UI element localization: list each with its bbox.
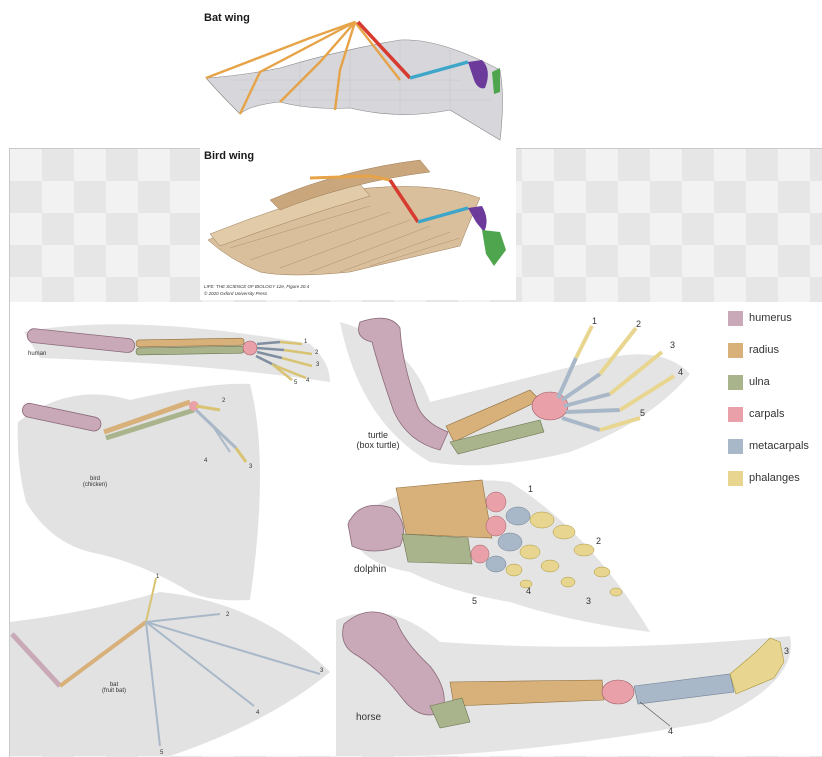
credit-line-2: © 2020 Oxford University Press — [204, 291, 268, 296]
turtle-digit-3: 3 — [670, 340, 675, 350]
legend: humerus radius ulna carpals metacarpals … — [728, 302, 809, 494]
bird-inset-humerus — [468, 206, 487, 232]
dolphin-digit-1: 1 — [528, 484, 533, 494]
bat-digit-5: 5 — [160, 750, 164, 756]
swatch-humerus — [728, 310, 743, 326]
bat-wing-title: Bat wing — [204, 12, 250, 24]
swatch-carpals — [728, 406, 743, 422]
human-digit-1: 1 — [304, 339, 308, 345]
label-bird-line2: (chicken) — [82, 482, 108, 488]
bat-digit-4: 4 — [256, 710, 260, 716]
bird-inset-ulna — [417, 206, 469, 224]
label-bird: bird (chicken) — [80, 476, 110, 488]
human-digit-3: 3 — [316, 362, 320, 368]
human-digit-2: 2 — [315, 350, 319, 356]
dolphin-flipper — [347, 479, 623, 597]
bat-inset-scapula — [492, 68, 500, 94]
bird-digit-2: 2 — [222, 398, 226, 404]
legend-item-humerus: humerus — [728, 302, 809, 334]
label-turtle-line1: turtle — [367, 430, 388, 440]
homology-plate: 1 2 3 4 5 2 3 4 1 2 3 4 5 1 2 3 4 5 1 2 … — [10, 302, 822, 756]
turtle-digit-2: 2 — [636, 319, 641, 329]
turtle-digit-4: 4 — [678, 367, 683, 377]
swatch-metacarpals — [728, 438, 743, 454]
bat-inset-humerus — [468, 60, 488, 89]
label-human: human — [28, 351, 47, 357]
inset-figure: Bat wing — [200, 10, 516, 300]
dolphin-digit-4: 4 — [526, 586, 531, 596]
legend-label-metacarpals: metacarpals — [749, 440, 809, 452]
bird-inset-radius — [388, 179, 420, 223]
legend-label-carpals: carpals — [749, 408, 785, 420]
dolphin-digit-2: 2 — [596, 536, 601, 546]
credit-line-1: LIFE: THE SCIENCE OF BIOLOGY 12e, Figure… — [204, 284, 310, 289]
turtle-digit-1: 1 — [592, 316, 597, 326]
bat-digit-3: 3 — [320, 668, 324, 674]
bird-inset-digits — [309, 174, 391, 182]
bat-digit-1: 1 — [156, 574, 160, 580]
fruit-bat-skeleton — [10, 577, 321, 747]
dolphin-digit-5: 5 — [472, 596, 477, 606]
label-bat-line1: bat — [109, 682, 119, 688]
swatch-ulna — [728, 374, 743, 390]
limbs-svg: 1 2 3 4 5 2 3 4 1 2 3 4 5 1 2 3 4 5 1 2 … — [10, 316, 791, 756]
bird-digit-3: 3 — [249, 464, 253, 470]
swatch-phalanges — [728, 470, 743, 486]
human-digit-4: 4 — [306, 378, 310, 384]
label-turtle: turtle (box turtle) — [346, 430, 410, 450]
bird-digit-4: 4 — [204, 458, 208, 464]
legend-label-radius: radius — [749, 344, 779, 356]
label-turtle-line2: (box turtle) — [356, 440, 400, 450]
swatch-radius — [728, 342, 743, 358]
legend-item-radius: radius — [728, 334, 809, 366]
chicken-wing — [21, 399, 248, 463]
label-bird-line1: bird — [89, 476, 100, 482]
label-horse: horse — [356, 712, 382, 723]
bat-digit-2: 2 — [226, 612, 230, 618]
bat-inset-radius — [356, 20, 412, 80]
legend-item-ulna: ulna — [728, 366, 809, 398]
label-bat: bat (fruit bat) — [94, 682, 134, 694]
bird-inset-scapula — [482, 230, 506, 266]
human-arm — [26, 328, 313, 381]
horse-forelimb — [342, 611, 785, 729]
bird-wing-title: Bird wing — [204, 150, 255, 162]
bat-inset-ulna — [409, 60, 469, 80]
bat-finger-bones — [205, 20, 401, 115]
dolphin-digit-3: 3 — [586, 596, 591, 606]
inset-wings-svg — [205, 20, 506, 276]
legend-item-carpals: carpals — [728, 398, 809, 430]
bat-wing-shadow — [10, 592, 330, 756]
legend-label-humerus: humerus — [749, 312, 792, 324]
legend-label-ulna: ulna — [749, 376, 770, 388]
horse-digit-3: 3 — [784, 646, 789, 656]
turtle-digit-5: 5 — [640, 408, 645, 418]
legend-label-phalanges: phalanges — [749, 472, 800, 484]
human-digit-5: 5 — [294, 380, 298, 386]
box-turtle-limb — [358, 317, 676, 455]
label-dolphin: dolphin — [354, 564, 387, 575]
horse-digit-4: 4 — [668, 726, 673, 736]
label-bat-line2: (fruit bat) — [101, 688, 126, 694]
legend-item-phalanges: phalanges — [728, 462, 809, 494]
legend-item-metacarpals: metacarpals — [728, 430, 809, 462]
bird-wing-shadow — [17, 383, 260, 601]
